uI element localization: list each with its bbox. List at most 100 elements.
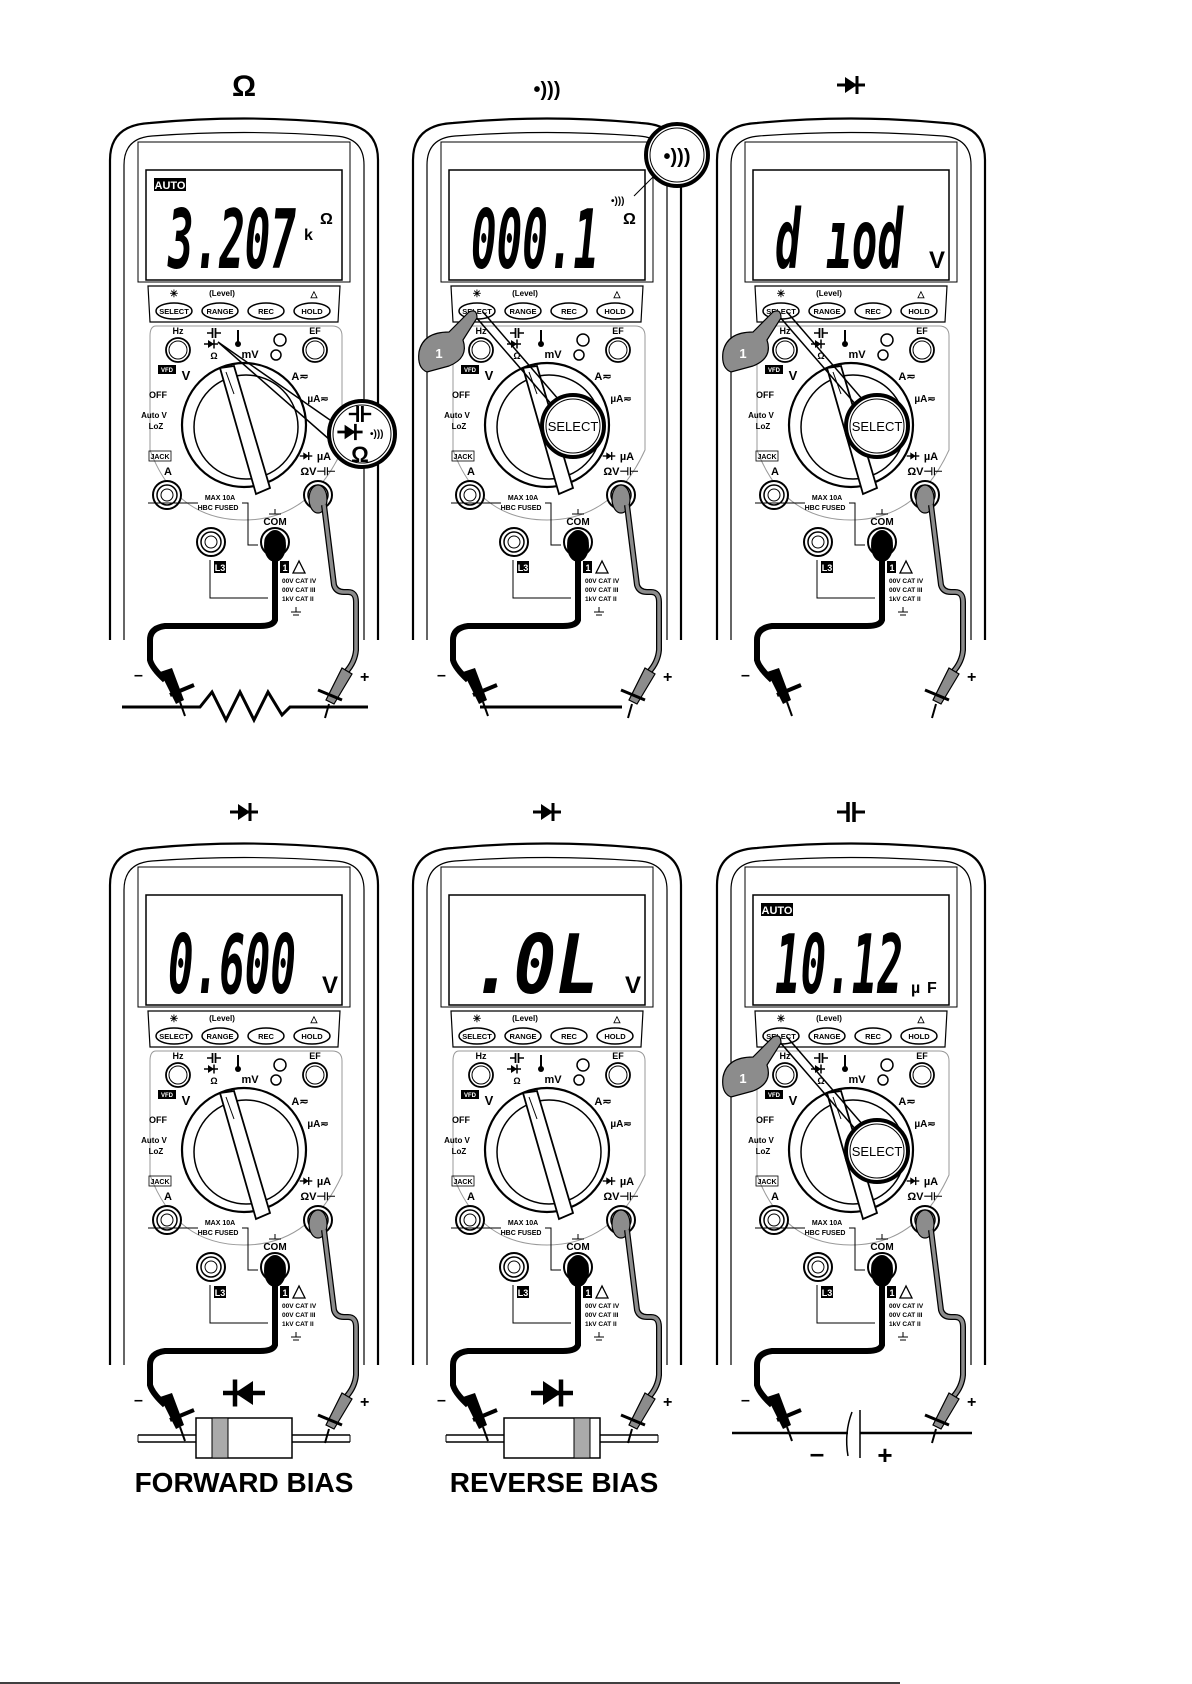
rotary-dial[interactable] <box>483 1086 611 1221</box>
off-label: OFF <box>149 1115 167 1125</box>
select-button[interactable]: SELECT <box>155 1027 193 1045</box>
gray-test-lead[interactable] <box>611 1209 662 1444</box>
ef-button[interactable] <box>909 1062 935 1088</box>
hz-button[interactable] <box>165 1062 191 1088</box>
off-label: OFF <box>452 1115 470 1125</box>
l3-jack[interactable] <box>499 527 529 557</box>
ohm-v-terminal-label: ΩV⊣⊢ <box>907 465 942 478</box>
range-button[interactable]: RANGE <box>808 302 846 320</box>
a-jack[interactable] <box>152 480 182 510</box>
ef-button[interactable] <box>302 337 328 363</box>
rec-button[interactable]: REC <box>247 302 285 320</box>
l3-jack[interactable] <box>499 1252 529 1282</box>
ef-button[interactable] <box>605 337 631 363</box>
unit-prefix: µ <box>911 980 920 997</box>
gray-test-lead[interactable] <box>915 484 966 719</box>
l3-jack[interactable] <box>196 527 226 557</box>
rec-button[interactable]: REC <box>854 302 892 320</box>
unit-symbol: F <box>927 980 937 997</box>
a-ac-label: A≂ <box>898 371 915 383</box>
finger-step-1-icon: 1 <box>418 310 560 407</box>
hold-button[interactable]: HOLD <box>293 302 331 320</box>
black-test-lead[interactable] <box>754 1255 893 1442</box>
a-jack[interactable] <box>152 1205 182 1235</box>
capacitor-position-icon <box>207 1053 221 1063</box>
v-ac-label: V <box>485 368 494 383</box>
black-test-lead[interactable] <box>754 530 893 717</box>
l3-label: L3 <box>215 1288 226 1298</box>
svg-text:RANGE: RANGE <box>813 1032 840 1041</box>
a-jack[interactable] <box>759 480 789 510</box>
jack-label: JACK <box>453 454 472 461</box>
a-jack[interactable] <box>759 1205 789 1235</box>
select-button[interactable]: SELECT <box>155 302 193 320</box>
meter-bezel <box>123 856 365 1365</box>
l3-jack[interactable] <box>803 1252 833 1282</box>
finger-step-1-icon: 1 <box>722 1035 864 1132</box>
finger-step-1-icon: 1 <box>722 310 864 407</box>
svg-text:REC: REC <box>258 307 274 316</box>
range-button[interactable]: RANGE <box>808 1027 846 1045</box>
a-ac-label: A≂ <box>291 1096 308 1108</box>
hz-button[interactable] <box>468 1062 494 1088</box>
cat-rating: 00V CAT IV <box>585 578 620 585</box>
hz-button[interactable] <box>772 1062 798 1088</box>
positive-label: + <box>663 1394 672 1411</box>
black-test-lead[interactable] <box>147 1255 286 1442</box>
svg-text:SELECT: SELECT <box>852 1144 903 1159</box>
mv-label: mV <box>848 1074 866 1086</box>
max-10a-label: MAX 10A <box>508 495 538 502</box>
gray-test-lead[interactable] <box>915 1209 966 1444</box>
hz-button[interactable] <box>468 337 494 363</box>
rec-button[interactable]: REC <box>550 1027 588 1045</box>
v-ac-label: V <box>182 1093 191 1108</box>
rec-button[interactable]: REC <box>550 302 588 320</box>
l3-jack[interactable] <box>803 527 833 557</box>
gray-test-lead[interactable] <box>308 1209 359 1444</box>
select-button[interactable]: SELECT <box>458 1027 496 1045</box>
com-label: COM <box>566 1242 589 1253</box>
auto-badge-bg <box>154 178 186 191</box>
black-test-lead[interactable] <box>147 530 286 717</box>
hz-button[interactable] <box>772 337 798 363</box>
cat-rating: 00V CAT IV <box>585 1303 620 1310</box>
ef-button[interactable] <box>909 337 935 363</box>
ef-button[interactable] <box>605 1062 631 1088</box>
black-test-lead[interactable] <box>450 530 589 717</box>
gray-test-lead[interactable] <box>308 484 359 719</box>
off-label: OFF <box>452 390 470 400</box>
svg-text:HOLD: HOLD <box>301 1032 323 1041</box>
rec-button[interactable]: REC <box>247 1027 285 1045</box>
thermometer-icon <box>538 1055 544 1072</box>
range-button[interactable]: RANGE <box>201 302 239 320</box>
title-capacitor-icon <box>837 802 865 822</box>
l3-label: L3 <box>215 563 226 573</box>
gray-test-lead[interactable] <box>611 484 662 719</box>
range-button[interactable]: RANGE <box>504 1027 542 1045</box>
l3-jack[interactable] <box>196 1252 226 1282</box>
cat-rating: 00V CAT III <box>889 1312 923 1319</box>
resistance-mode-icon <box>877 1058 894 1086</box>
hold-button[interactable]: HOLD <box>900 302 938 320</box>
a-ac-label: A≂ <box>594 1096 611 1108</box>
ef-button[interactable] <box>302 1062 328 1088</box>
rotary-dial[interactable] <box>180 361 308 496</box>
a-jack[interactable] <box>455 1205 485 1235</box>
hold-button[interactable]: HOLD <box>596 302 634 320</box>
delta-mark: △ <box>613 1014 622 1024</box>
com-label: COM <box>263 517 286 528</box>
capacitor-position-icon <box>207 328 221 338</box>
hold-button[interactable]: HOLD <box>900 1027 938 1045</box>
hold-button[interactable]: HOLD <box>596 1027 634 1045</box>
button-strip <box>450 1010 644 1048</box>
negative-label: – <box>741 1392 750 1409</box>
rec-button[interactable]: REC <box>854 1027 892 1045</box>
hold-button[interactable]: HOLD <box>293 1027 331 1045</box>
a-jack[interactable] <box>455 480 485 510</box>
range-button[interactable]: RANGE <box>201 1027 239 1045</box>
hz-button[interactable] <box>165 337 191 363</box>
rotary-dial[interactable] <box>180 1086 308 1221</box>
range-button[interactable]: RANGE <box>504 302 542 320</box>
black-test-lead[interactable] <box>450 1255 589 1442</box>
